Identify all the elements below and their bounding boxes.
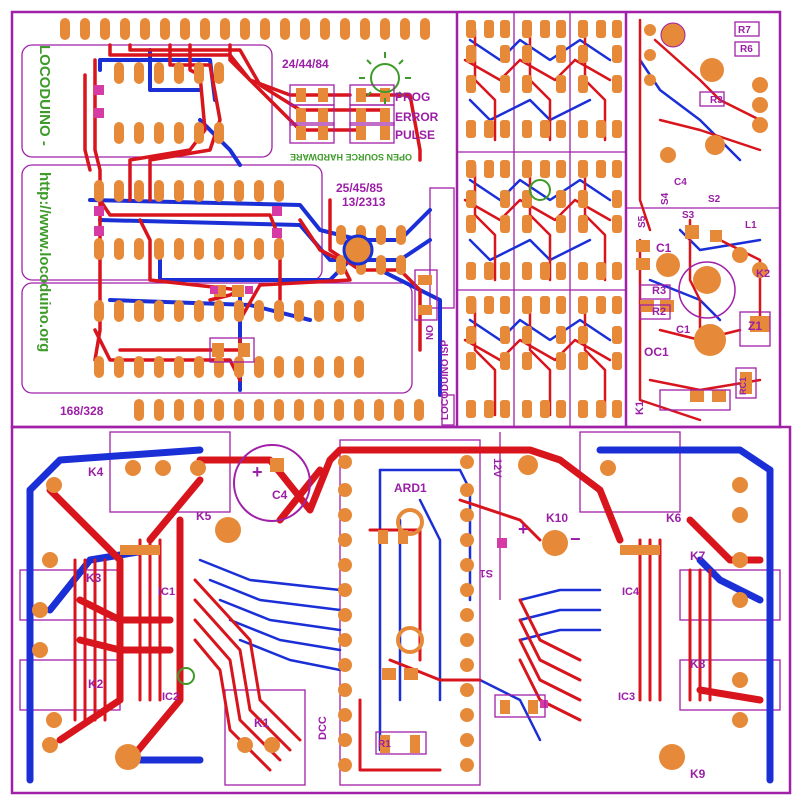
s1-label: S1 [480, 567, 493, 579]
r3-label: R3 [652, 285, 666, 297]
r1-label: R1 [378, 739, 391, 750]
z1-label: Z1 [748, 319, 762, 333]
silkscreen-labels: LOCODUINO - http://www.locoduino.org 24/… [36, 25, 770, 781]
k6-label: K6 [666, 511, 682, 525]
driver-grid-pads [466, 20, 622, 418]
power-on-label: ON [423, 325, 434, 340]
dcc-label: DCC [317, 716, 329, 740]
k3-label: K3 [86, 571, 102, 585]
bottom-board-pads [32, 455, 748, 772]
k10-label: K10 [546, 511, 568, 525]
open-hardware-gear-icon-2 [529, 179, 551, 201]
k8-label: K8 [690, 657, 706, 671]
ic-pads-top-board [60, 18, 432, 421]
atmega-label: 168/328 [60, 404, 104, 418]
attiny-24-label: 24/44/84 [282, 57, 329, 71]
k4-label: K4 [88, 465, 104, 479]
ic4-label: IC4 [622, 586, 640, 598]
rc1-label: RC1 [738, 377, 748, 395]
oc1-label: OC1 [644, 345, 669, 359]
c4-top-label: C4 [674, 177, 687, 188]
k7-label: K7 [690, 549, 706, 563]
open-hardware-gear-icon [359, 52, 411, 104]
c4-label: C4 [272, 488, 288, 502]
s5-label: S5 [637, 215, 648, 228]
12v-label: 12V [491, 458, 503, 478]
r7-label: R7 [738, 25, 751, 36]
bottom-board-outline [10, 425, 792, 795]
top-copper-bottom-board [46, 446, 764, 764]
k2-label: K2 [88, 677, 104, 691]
capacitor-c4-outline [233, 444, 311, 522]
ic2-label: IC2 [162, 691, 179, 703]
ard1-label: ARD1 [394, 481, 427, 495]
ic1-label: IC1 [158, 586, 175, 598]
plus-marker: + [252, 462, 263, 482]
r2-label: R2 [652, 306, 666, 318]
k1-label: K1 [254, 716, 270, 730]
k2-top-label: K2 [756, 268, 770, 280]
ic3-label: IC3 [618, 691, 635, 703]
minus-marker: − [570, 529, 581, 549]
attiny-25-label: 25/45/85 [336, 181, 383, 195]
locoduino-brand-label: LOCODUINO - [36, 45, 53, 146]
c1-label: C1 [656, 241, 672, 255]
open-hardware-label: OPEN SOURCE HARDWARE [290, 152, 412, 162]
led-pulse-label: PULSE [395, 128, 435, 142]
website-url-label: http://www.locoduino.org [36, 172, 53, 352]
s2-label: S2 [708, 194, 721, 205]
k9-label: K9 [690, 767, 706, 781]
open-hardware-gear-icon-3 [177, 667, 195, 685]
led-error-label: ERROR [395, 110, 439, 124]
plus-marker-2: + [518, 519, 529, 539]
led-prog-label: PROG [395, 90, 430, 104]
l1-label: L1 [745, 220, 757, 231]
k1-top-label: K1 [634, 401, 646, 415]
r6-label: R6 [740, 44, 753, 55]
locoduino-isp-label: LOCODUINO ISP [440, 340, 451, 420]
s3-label: S3 [682, 210, 695, 221]
r3-top-label: R3 [710, 95, 723, 106]
attiny-13-label: 13/2313 [342, 195, 386, 209]
c1-small-label: C1 [676, 324, 690, 336]
top-copper-top-board [83, 43, 422, 382]
s4-label: S4 [660, 192, 671, 205]
component-outlines [209, 21, 771, 755]
k5-label: K5 [196, 509, 212, 523]
